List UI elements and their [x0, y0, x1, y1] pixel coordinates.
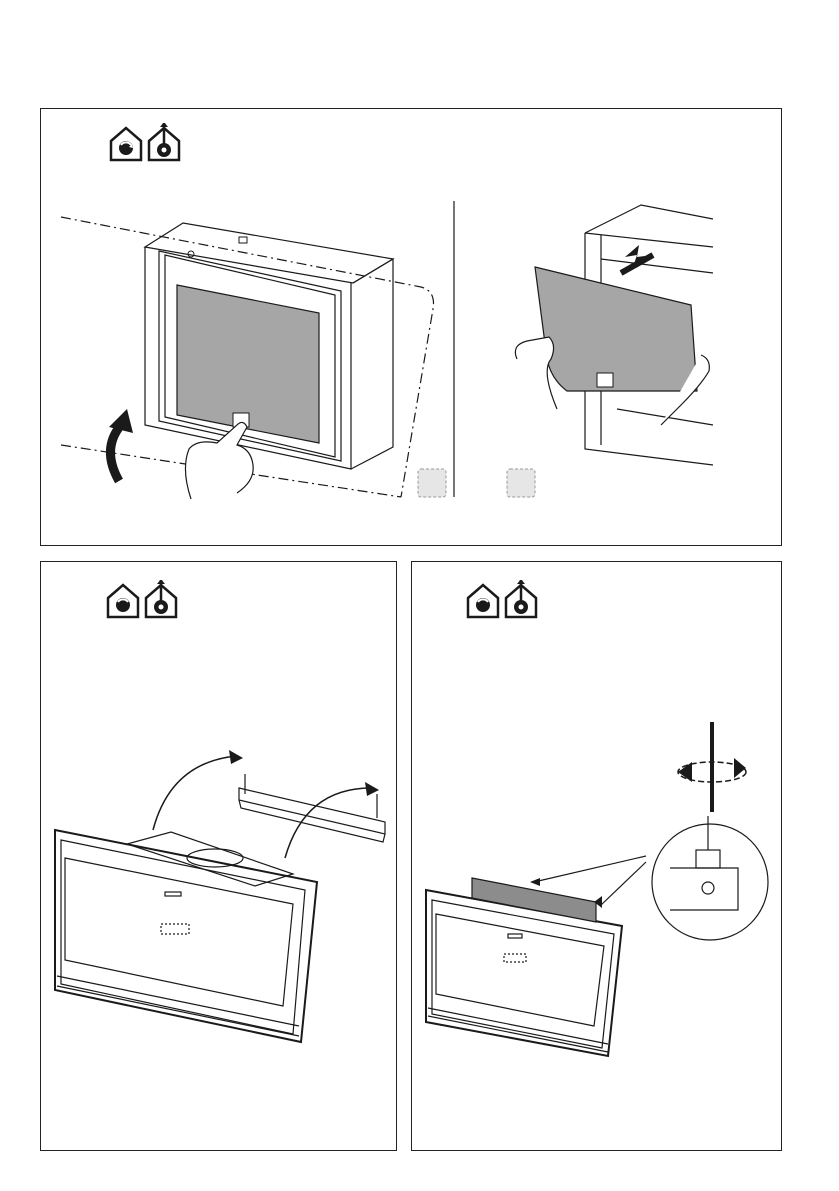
bracket-fixing-illustration: [412, 562, 783, 1152]
filter-removal-illustration: [41, 109, 783, 547]
bracket-fixing-panel: [411, 561, 782, 1151]
filter-removal-panel: [40, 108, 782, 546]
bracket-fitting-panel: [40, 561, 397, 1151]
bracket-fitting-illustration: [41, 562, 398, 1152]
